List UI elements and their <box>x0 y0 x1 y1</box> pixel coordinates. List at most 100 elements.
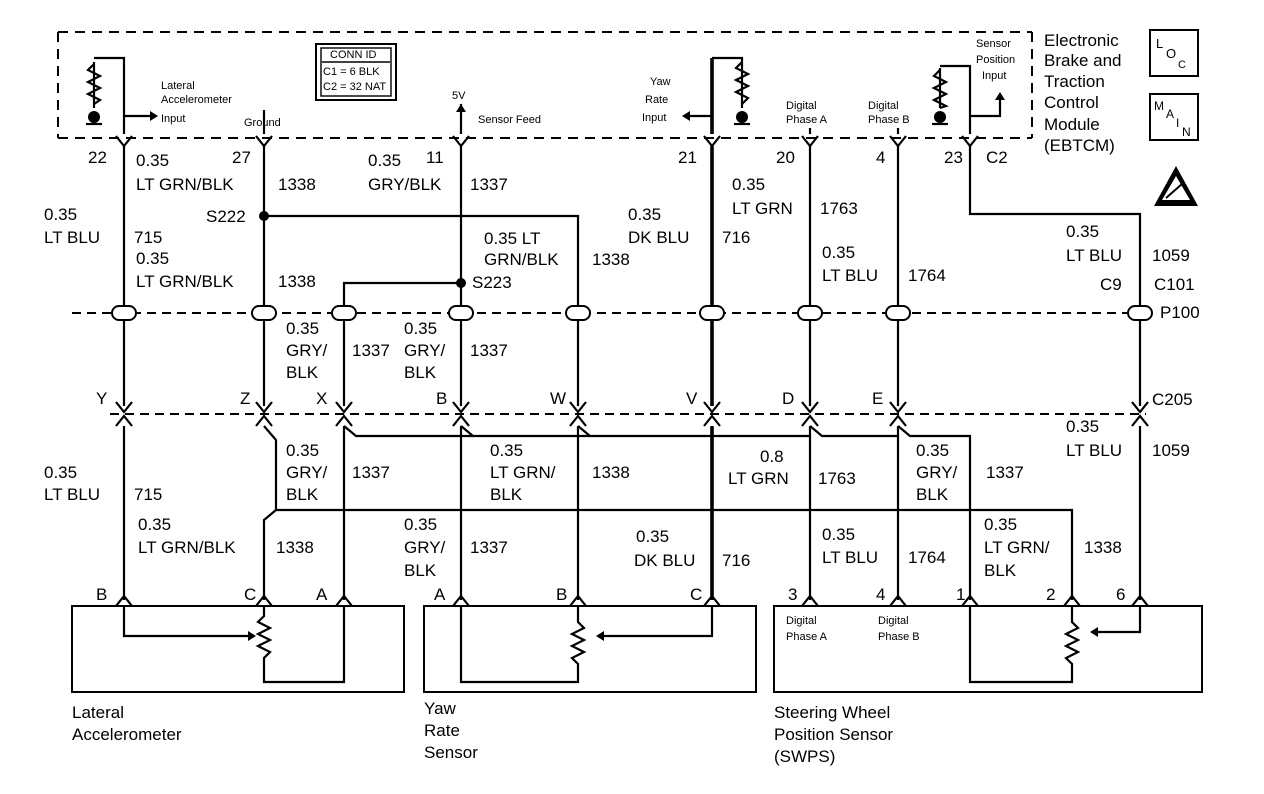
svg-text:0.35: 0.35 <box>44 205 77 224</box>
svg-text:4: 4 <box>876 585 885 604</box>
svg-text:Yaw: Yaw <box>650 76 671 88</box>
svg-text:DK BLU: DK BLU <box>634 551 695 570</box>
wires-lower <box>122 425 1142 600</box>
module-internal-yaw: Yaw Rate Input <box>642 56 751 134</box>
grommets <box>111 305 1153 321</box>
svg-text:Ground: Ground <box>244 117 281 129</box>
svg-text:Input: Input <box>642 112 666 124</box>
svg-text:Steering Wheel: Steering Wheel <box>774 703 890 722</box>
ebtcm-module: Electronic Brake and Traction Control Mo… <box>57 29 1199 206</box>
svg-text:GRN/BLK: GRN/BLK <box>484 250 559 269</box>
svg-text:1: 1 <box>956 585 965 604</box>
svg-text:L: L <box>1156 36 1163 51</box>
svg-text:Input: Input <box>982 70 1006 82</box>
svg-text:Input: Input <box>161 113 185 125</box>
svg-text:BLK: BLK <box>404 561 437 580</box>
svg-text:0.35: 0.35 <box>136 249 169 268</box>
svg-text:5V: 5V <box>452 90 466 102</box>
svg-text:C: C <box>244 585 256 604</box>
svg-text:C205: C205 <box>1152 390 1193 409</box>
svg-text:1338: 1338 <box>592 463 630 482</box>
module-internal-lateral: Lateral Accelerometer Input Ground <box>85 56 281 134</box>
svg-text:0.35: 0.35 <box>138 515 171 534</box>
main-icon: M A I N <box>1149 93 1199 141</box>
splice-s222-dot <box>259 211 269 221</box>
svg-text:S222: S222 <box>206 207 246 226</box>
svg-text:1059: 1059 <box>1152 246 1190 265</box>
svg-text:0.35 LT: 0.35 LT <box>484 229 540 248</box>
svg-text:21: 21 <box>678 148 697 167</box>
svg-text:1338: 1338 <box>278 272 316 291</box>
module-internal-digital: Digital Phase A Digital Phase B <box>786 100 910 134</box>
wire-labels-lower: 0.35 LT BLU 715 0.35 GRY/ BLK 1337 0.35 … <box>44 417 1190 580</box>
svg-text:1338: 1338 <box>592 250 630 269</box>
svg-text:715: 715 <box>134 485 162 504</box>
conn-id-box: CONN ID C1 = 6 BLK C2 = 32 NAT <box>315 43 397 101</box>
svg-text:1763: 1763 <box>818 469 856 488</box>
svg-text:LT GRN/: LT GRN/ <box>490 463 556 482</box>
svg-text:LT GRN/BLK: LT GRN/BLK <box>136 272 234 291</box>
svg-text:6: 6 <box>1116 585 1125 604</box>
svg-text:GRY/: GRY/ <box>916 463 958 482</box>
svg-text:27: 27 <box>232 148 251 167</box>
svg-text:LT BLU: LT BLU <box>822 266 878 285</box>
svg-text:LT BLU: LT BLU <box>822 548 878 567</box>
svg-text:1337: 1337 <box>352 463 390 482</box>
svg-text:BLK: BLK <box>984 561 1017 580</box>
svg-text:1764: 1764 <box>908 548 946 567</box>
svg-text:Phase A: Phase A <box>786 631 828 643</box>
svg-text:Control: Control <box>1044 93 1099 112</box>
lateral-accelerometer: B C A Lateral Accelerometer <box>71 585 405 744</box>
svg-text:1337: 1337 <box>470 341 508 360</box>
svg-text:1337: 1337 <box>986 463 1024 482</box>
svg-text:23: 23 <box>944 148 963 167</box>
svg-text:1059: 1059 <box>1152 441 1190 460</box>
svg-text:LT BLU: LT BLU <box>1066 441 1122 460</box>
svg-text:BLK: BLK <box>404 363 437 382</box>
c205-terminals <box>115 401 1149 427</box>
esd-warning-icon <box>1154 166 1198 206</box>
svg-text:BLK: BLK <box>286 485 319 504</box>
svg-text:LT GRN/: LT GRN/ <box>984 538 1050 557</box>
svg-text:Position Sensor: Position Sensor <box>774 725 893 744</box>
svg-text:Sensor: Sensor <box>976 38 1011 50</box>
svg-text:1337: 1337 <box>470 538 508 557</box>
svg-text:LT GRN/BLK: LT GRN/BLK <box>136 175 234 194</box>
yaw-rate-sensor: A B C Yaw Rate Sensor <box>423 585 757 762</box>
svg-text:4: 4 <box>876 148 885 167</box>
svg-text:M: M <box>1154 99 1164 113</box>
svg-text:0.35: 0.35 <box>368 151 401 170</box>
module-internal-sensor-pos: Sensor Position Input <box>931 38 1015 134</box>
svg-text:0.35: 0.35 <box>44 463 77 482</box>
svg-text:LT GRN: LT GRN <box>728 469 789 488</box>
svg-text:Lateral: Lateral <box>72 703 124 722</box>
svg-text:0.35: 0.35 <box>822 525 855 544</box>
svg-text:BLK: BLK <box>490 485 523 504</box>
svg-text:Accelerometer: Accelerometer <box>72 725 182 744</box>
svg-text:22: 22 <box>88 148 107 167</box>
loc-icon: L O C <box>1149 29 1199 77</box>
svg-text:LT BLU: LT BLU <box>44 228 100 247</box>
svg-text:C1 = 6 BLK: C1 = 6 BLK <box>323 66 380 78</box>
p100-passthrough <box>72 305 1153 321</box>
svg-text:Rate: Rate <box>645 94 668 106</box>
wire-labels-upper: 0.35 LT BLU 715 0.35 LT GRN/BLK 1338 S22… <box>44 151 1200 409</box>
svg-text:0.35: 0.35 <box>916 441 949 460</box>
svg-text:A: A <box>434 585 446 604</box>
svg-text:O: O <box>1166 46 1176 61</box>
svg-text:Brake and: Brake and <box>1044 51 1122 70</box>
svg-text:I: I <box>1176 116 1179 130</box>
svg-text:C101: C101 <box>1154 275 1195 294</box>
svg-text:C: C <box>690 585 702 604</box>
svg-text:B: B <box>436 389 447 408</box>
svg-text:1337: 1337 <box>470 175 508 194</box>
svg-text:Digital: Digital <box>786 615 817 627</box>
svg-text:BLK: BLK <box>286 363 319 382</box>
svg-text:716: 716 <box>722 228 750 247</box>
svg-text:Phase B: Phase B <box>878 631 920 643</box>
c205-connector: Y Z X B W V D E <box>96 389 1149 427</box>
svg-text:BLK: BLK <box>916 485 949 504</box>
svg-text:0.8: 0.8 <box>760 447 784 466</box>
svg-text:DK BLU: DK BLU <box>628 228 689 247</box>
svg-text:LT BLU: LT BLU <box>1066 246 1122 265</box>
